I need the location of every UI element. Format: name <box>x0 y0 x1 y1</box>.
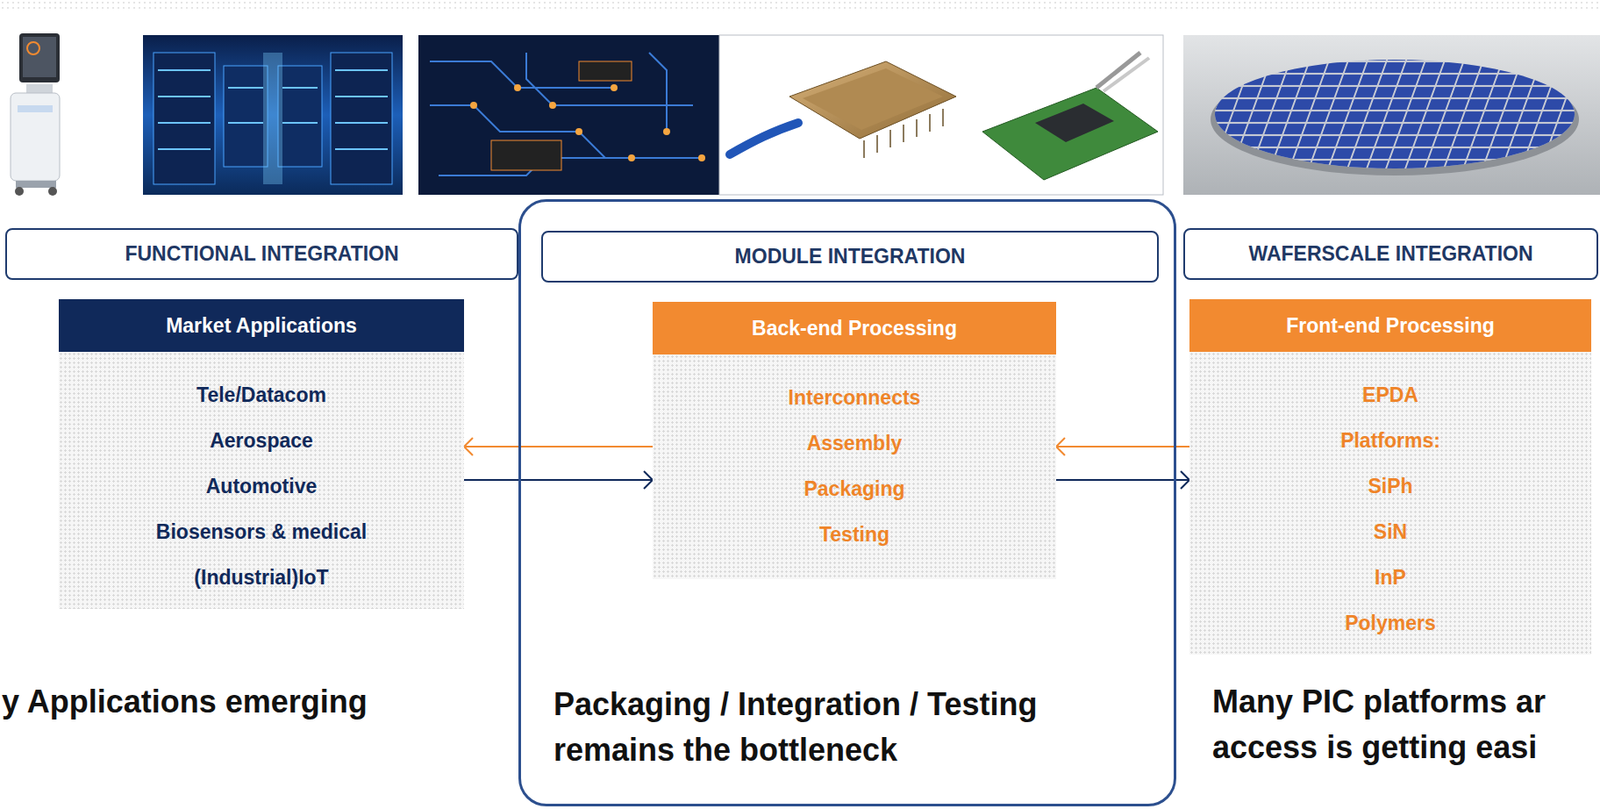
list-item: Assembly <box>801 420 908 466</box>
wafer-image <box>1183 35 1600 195</box>
header-text: FUNCTIONAL INTEGRATION <box>124 242 399 266</box>
list-item: Aerospace <box>204 417 319 464</box>
list-item: EPDA <box>1357 371 1424 418</box>
summary-note: Many PIC platforms ar access is getting … <box>1212 678 1595 771</box>
panel-heading: Front-end Processing <box>1189 299 1592 352</box>
highlight-outline: Packaging / Integration / Testing remain… <box>518 199 1177 807</box>
flow-arrow <box>1056 437 1190 456</box>
list-item: Interconnects <box>783 374 927 421</box>
list-item: Platforms: <box>1335 417 1446 464</box>
list-item: Polymers <box>1339 600 1442 646</box>
datacenter-image <box>142 35 403 195</box>
bottleneck-note: Packaging / Integration / Testing remain… <box>553 681 1159 773</box>
flow-arrow <box>464 471 653 489</box>
circuit-image <box>418 35 720 195</box>
panel-list: EPDAPlatforms:SiPhSiNInPPolymers <box>1189 351 1592 655</box>
stage-header-box: WAFERSCALE INTEGRATION <box>1183 228 1599 280</box>
module-image <box>719 35 1164 195</box>
process-panel: Front-end ProcessingEPDAPlatforms:SiPhSi… <box>1189 299 1592 655</box>
list-item: Tele/Datacom <box>191 371 332 418</box>
process-panel: Back-end ProcessingInterconnectsAssembly… <box>652 301 1057 579</box>
flow-arrow <box>1056 471 1190 489</box>
process-panel: Market ApplicationsTele/DatacomAerospace… <box>58 299 465 609</box>
list-item: SiPh <box>1362 463 1418 509</box>
stage-header-box: MODULE INTEGRATION <box>541 230 1159 283</box>
panel-list: InterconnectsAssemblyPackagingTesting <box>652 354 1057 566</box>
list-item: Biosensors & medical <box>150 508 372 555</box>
list-item: Testing <box>814 511 895 558</box>
summary-note: y Applications emerging <box>1 678 368 725</box>
list-item: (Industrial)IoT <box>188 554 334 600</box>
header-text: MODULE INTEGRATION <box>735 244 966 269</box>
panel-heading: Back-end Processing <box>652 301 1057 355</box>
flow-arrow <box>464 437 653 456</box>
stage-header-box: FUNCTIONAL INTEGRATION <box>5 228 519 280</box>
medical-device <box>10 33 60 196</box>
panel-heading: Market Applications <box>58 299 465 352</box>
panel-list: Tele/DatacomAerospaceAutomotiveBiosensor… <box>58 351 465 609</box>
list-item: Packaging <box>798 465 910 512</box>
header-text: WAFERSCALE INTEGRATION <box>1248 242 1533 266</box>
list-item: InP <box>1369 554 1412 600</box>
list-item: Automotive <box>200 463 323 509</box>
list-item: SiN <box>1368 508 1413 555</box>
